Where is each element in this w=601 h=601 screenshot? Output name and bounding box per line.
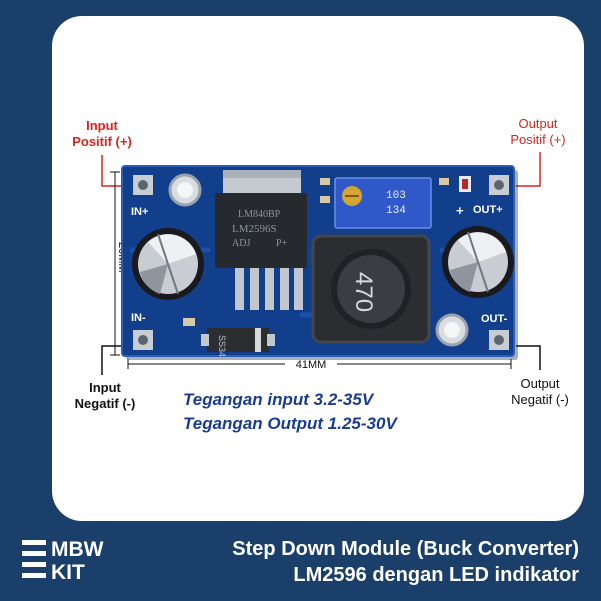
out-minus-silkscreen: OUT-: [481, 313, 508, 325]
output-negative-pointer: [516, 345, 541, 370]
diode-code-text: SS34: [217, 335, 227, 357]
lm2596-regulator-chip: [215, 170, 307, 310]
out-plus-silkscreen: OUT+: [473, 204, 503, 216]
logo-bar: [22, 540, 46, 545]
height-dimension-line: [110, 171, 120, 356]
logo-bar: [22, 562, 46, 567]
inductor-value-text: 470: [350, 272, 377, 312]
input-negative-label: Input Negatif (-): [74, 380, 136, 411]
logo-text-mbw: MBW: [51, 538, 104, 561]
output-negative-label: Output Negatif (-): [511, 376, 569, 407]
solder-pads: [133, 175, 509, 350]
inductor: [311, 234, 431, 344]
width-dimension-text: 41MM: [296, 359, 327, 371]
input-negative-pointer: [101, 345, 122, 375]
trimmer-potentiometer: [334, 177, 432, 229]
input-capacitor: [132, 228, 204, 300]
product-title-line2: LM2596 dengan LED indikator: [293, 564, 579, 586]
pot-value-text: 103: [386, 190, 406, 202]
logo-bar: [22, 573, 46, 578]
logo-text-kit: KIT: [51, 561, 85, 584]
product-title-line1: Step Down Module (Buck Converter): [232, 538, 579, 560]
in-plus-silkscreen: IN+: [131, 206, 148, 218]
input-positive-label: Input Positif (+): [72, 118, 132, 149]
power-led: [462, 179, 468, 189]
logo-bar: [22, 551, 46, 556]
in-minus-silkscreen: IN-: [131, 312, 146, 324]
chip-model-text: LM2596S: [232, 223, 277, 235]
schottky-diode: [201, 328, 275, 352]
chip-suffix-text: P+: [276, 238, 288, 249]
input-voltage-spec: Tegangan input 3.2-35V: [183, 390, 374, 409]
chip-brand-text: LM840BP: [238, 209, 281, 220]
plus-silkscreen: +: [456, 203, 464, 218]
output-positive-label: Output Positif (+): [510, 116, 566, 147]
output-positive-pointer: [516, 152, 541, 187]
output-voltage-spec: Tegangan Output 1.25-30V: [183, 414, 397, 433]
chip-adj-text: ADJ: [232, 238, 250, 249]
pot-code-text: 134: [386, 205, 406, 217]
output-capacitor: [442, 226, 514, 298]
input-positive-pointer: [101, 155, 122, 187]
